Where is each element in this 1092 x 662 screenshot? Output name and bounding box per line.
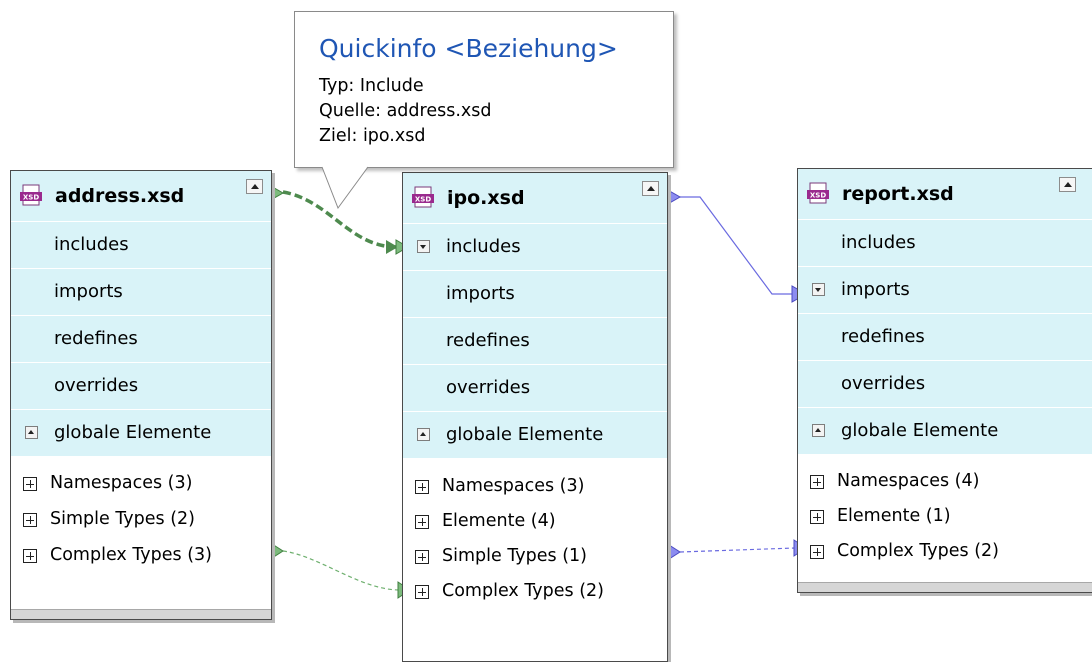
tooltip-pointer [321,166,369,210]
tree-item-label: Simple Types (2) [50,509,195,529]
section-label: globale Elemente [446,424,604,445]
box-footer[interactable] [798,582,1092,592]
section-global-elements[interactable]: globale Elemente [403,411,667,458]
connector-arrow-icon[interactable] [665,542,681,562]
plus-icon[interactable] [415,550,429,564]
tree-item-label: Complex Types (2) [837,541,999,561]
expand-down-icon[interactable] [812,283,825,296]
box-header[interactable]: XSD ipo.xsd [403,173,667,223]
box-title: address.xsd [55,185,185,207]
tree-item-label: Complex Types (2) [442,581,604,601]
section-global-elements[interactable]: globale Elemente [798,407,1092,454]
section-overrides[interactable]: overrides [11,362,271,409]
section-label: redefines [446,330,530,351]
section-overrides[interactable]: overrides [403,364,667,411]
box-header[interactable]: XSD address.xsd [11,171,271,221]
tree-item-label: Simple Types (1) [442,546,587,566]
box-title: report.xsd [842,183,954,205]
box-header[interactable]: XSD report.xsd [798,169,1092,219]
collapse-up-icon[interactable] [812,424,825,437]
collapse-up-icon[interactable] [25,426,38,439]
svg-text:XSD: XSD [415,196,431,204]
section-label: globale Elemente [841,420,999,441]
expand-down-icon[interactable] [417,240,430,253]
plus-icon[interactable] [23,549,37,563]
plus-icon[interactable] [23,513,37,527]
tree-item-label: Complex Types (3) [50,545,212,565]
plus-icon[interactable] [810,545,824,559]
svg-text:XSD: XSD [23,194,39,202]
tooltip-target: Ziel: ipo.xsd [319,126,426,146]
complex-types-link[interactable] [282,550,401,591]
tree-item-label: Namespaces (3) [442,476,585,496]
import-link[interactable] [680,196,793,295]
collapse-up-icon[interactable] [642,181,659,196]
section-label: includes [446,236,521,257]
section-imports[interactable]: imports [11,268,271,315]
xsd-file-icon: XSD [807,182,829,204]
xsd-file-icon: XSD [412,186,434,208]
collapse-up-icon[interactable] [1059,177,1076,192]
section-includes[interactable]: includes [798,219,1092,266]
plus-icon[interactable] [810,475,824,489]
collapse-up-icon[interactable] [417,428,430,441]
plus-icon[interactable] [415,585,429,599]
plus-icon[interactable] [415,515,429,529]
section-label: imports [54,281,123,302]
svg-text:XSD: XSD [810,192,826,200]
section-label: imports [841,279,910,300]
tree-item-label: Namespaces (4) [837,471,980,491]
section-label: includes [841,232,916,253]
section-global-elements[interactable]: globale Elemente [11,409,271,456]
box-title: ipo.xsd [447,187,525,209]
xsd-file-icon: XSD [20,184,42,206]
section-label: redefines [54,328,138,349]
collapse-up-icon[interactable] [246,179,263,194]
include-link-arrow [386,240,398,254]
section-label: imports [446,283,515,304]
section-label: overrides [446,377,531,398]
section-label: includes [54,234,129,255]
tooltip-source: Quelle: address.xsd [319,101,492,121]
section-overrides[interactable]: overrides [798,360,1092,407]
section-label: globale Elemente [54,422,212,443]
section-label: redefines [841,326,925,347]
section-redefines[interactable]: redefines [798,313,1092,360]
section-includes[interactable]: includes [403,223,667,270]
section-redefines[interactable]: redefines [11,315,271,362]
section-imports[interactable]: imports [403,270,667,317]
plus-icon[interactable] [810,510,824,524]
schema-box-report[interactable]: XSD report.xsd includes imports redefine… [797,168,1092,593]
section-redefines[interactable]: redefines [403,317,667,364]
schema-box-ipo[interactable]: XSD ipo.xsd includes imports redefines o… [402,172,668,662]
plus-icon[interactable] [23,477,37,491]
include-link[interactable] [282,190,399,249]
tree-item-label: Namespaces (3) [50,473,193,493]
connector-arrow-icon[interactable] [665,188,682,206]
tooltip-title: Quickinfo <Beziehung> [319,34,618,63]
section-label: overrides [54,375,139,396]
schema-box-address[interactable]: XSD address.xsd includes imports redefin… [10,170,272,620]
section-includes[interactable]: includes [11,221,271,268]
plus-icon[interactable] [415,480,429,494]
tree-item-label: Elemente (4) [442,511,556,531]
tooltip-type: Typ: Include [319,76,424,96]
types-link[interactable] [679,547,796,553]
box-footer[interactable] [11,609,271,619]
section-label: overrides [841,373,926,394]
tree-item-label: Elemente (1) [837,506,951,526]
relationship-tooltip: Quickinfo <Beziehung> Typ: Include Quell… [294,11,674,168]
section-imports[interactable]: imports [798,266,1092,313]
